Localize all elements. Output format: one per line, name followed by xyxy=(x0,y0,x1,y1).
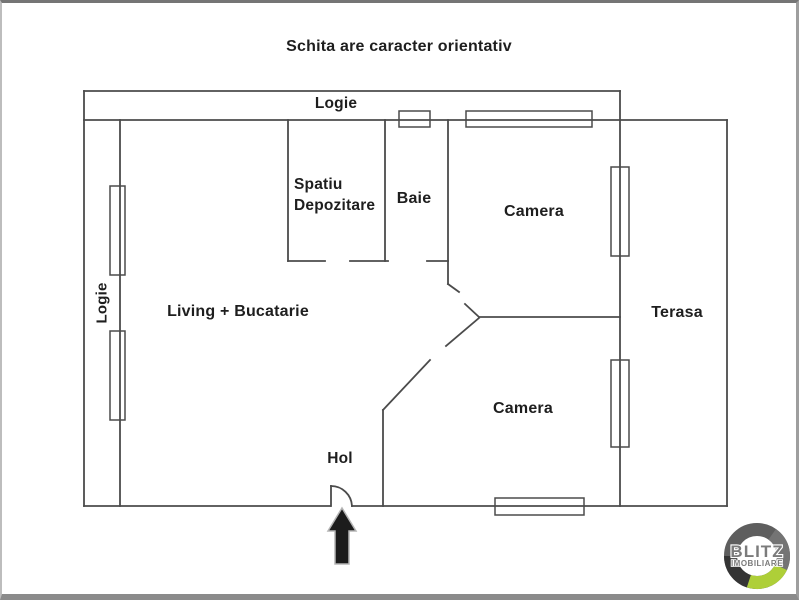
window-logie-left-upper xyxy=(109,185,126,276)
room-label-spatiu-line2: Depozitare xyxy=(294,197,376,214)
window-top-long xyxy=(465,110,593,128)
room-label-terasa: Terasa xyxy=(651,304,703,321)
brand-logo-ring xyxy=(724,523,790,589)
brand-name: BLITZ xyxy=(730,542,783,561)
room-label-logie-top: Logie xyxy=(314,95,358,112)
entrance-door-arc xyxy=(330,485,353,507)
room-label-logie-left: Logie xyxy=(93,282,111,324)
room-label-spatiu-depozitare: Spatiu Depozitare xyxy=(294,174,375,216)
room-label-spatiu-line1: Spatiu xyxy=(294,176,343,193)
windows xyxy=(109,110,630,516)
room-label-hol: Hol xyxy=(327,450,353,467)
room-label-baie: Baie xyxy=(396,190,432,207)
plan-disclaimer-title: Schita are caracter orientativ xyxy=(286,38,512,55)
room-label-living-bucatarie: Living + Bucatarie xyxy=(167,303,309,320)
window-top-small xyxy=(398,110,431,128)
window-logie-left-lower xyxy=(109,330,126,421)
window-terasa-lower xyxy=(610,359,630,448)
brand-tagline: IMOBILIARE xyxy=(731,559,783,568)
window-bottom xyxy=(494,497,585,516)
brand-logo: BLITZ IMOBILIARE xyxy=(724,523,790,589)
window-terasa-upper xyxy=(610,166,630,257)
entrance-arrow xyxy=(326,506,358,565)
walls xyxy=(83,90,728,507)
room-label-camera-top: Camera xyxy=(504,203,564,220)
floorplan-drawing xyxy=(83,90,728,565)
room-label-camera-bottom: Camera xyxy=(493,400,553,417)
